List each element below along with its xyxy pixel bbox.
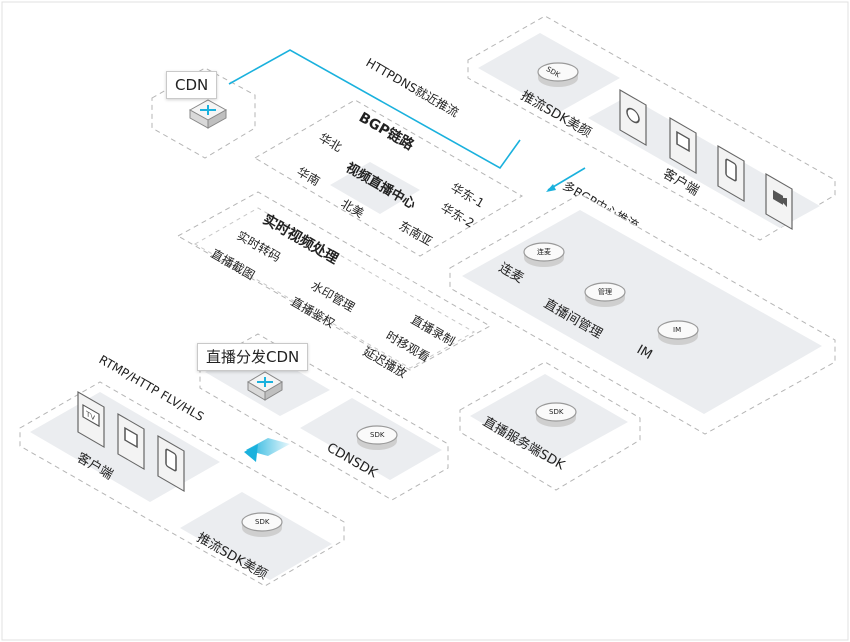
- rtmp-arrowhead: [244, 444, 258, 462]
- multi-bgp-connector: [547, 167, 586, 191]
- svg-text:TV: TV: [85, 409, 96, 424]
- multi-bgp-arrowhead: [546, 184, 556, 192]
- realtime-inner-zone: [193, 207, 476, 369]
- disc-text-sdk-server: SDK: [549, 408, 564, 416]
- monitor-icon: [669, 117, 697, 174]
- distribution-router-icon: [247, 371, 283, 401]
- disc-text-co-stream: 连麦: [537, 247, 551, 256]
- disc-text-room: 管理: [598, 287, 612, 296]
- phone-icon: [619, 89, 647, 146]
- bgp-center-panel: [330, 162, 420, 214]
- cdn-router-icon: [188, 99, 228, 129]
- disc-text-im: IM: [673, 326, 681, 334]
- distribution-cdn-callout: 直播分发CDN: [197, 343, 309, 371]
- tv-icon: TV: [77, 391, 105, 448]
- tablet-icon-bottom: [157, 435, 185, 492]
- tablet-icon: [717, 145, 745, 202]
- httpdns-label: HTTPDNS就近推流: [364, 55, 462, 119]
- realtime-zone: [176, 191, 492, 371]
- cdn-callout: CDN: [166, 71, 218, 99]
- service-im: IM: [634, 342, 655, 363]
- httpdns-connector: [228, 49, 521, 170]
- disc-text-sdk-bottom: SDK: [255, 518, 270, 526]
- monitor-icon-bottom: [117, 413, 145, 470]
- camera-icon: [765, 173, 793, 230]
- disc-text-sdk-cdn: SDK: [370, 431, 385, 439]
